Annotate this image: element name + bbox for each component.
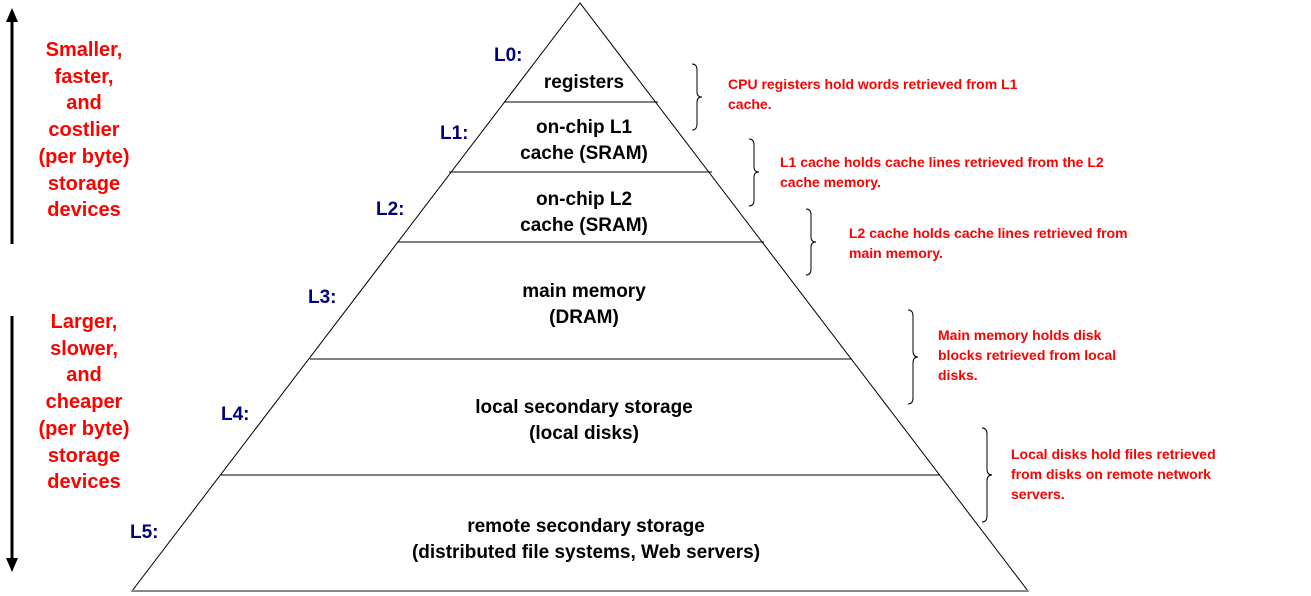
level-label-l2: L2: — [376, 199, 405, 220]
brace-l0 — [691, 63, 703, 131]
arrow-up-icon — [6, 8, 18, 22]
tier-local-storage: local secondary storage (local disks) — [475, 397, 693, 444]
level-label-l1: L1: — [440, 123, 469, 144]
note-l1: L1 cache holds cache lines retrieved fro… — [780, 154, 1104, 190]
level-label-l3: L3: — [308, 287, 337, 308]
tier-registers: registers — [543, 72, 625, 93]
arrow-down-icon — [6, 558, 18, 572]
tier-l2-cache: on-chip L2 cache (SRAM) — [520, 189, 648, 236]
brace-l2 — [805, 208, 817, 276]
level-label-l5: L5: — [130, 522, 159, 543]
faster-storage-annotation: Smaller, faster, and costlier (per byte)… — [38, 39, 130, 222]
note-l0: CPU registers hold words retrieved from … — [728, 76, 1018, 112]
tier-main-memory: main memory (DRAM) — [522, 281, 646, 328]
level-label-l0: L0: — [494, 45, 523, 66]
slower-storage-annotation: Larger, slower, and cheaper (per byte) s… — [38, 311, 130, 494]
note-l4: Local disks hold files retrieved from di… — [1011, 446, 1216, 502]
level-label-l4: L4: — [221, 404, 250, 425]
tier-remote-storage: remote secondary storage (distributed fi… — [411, 516, 761, 563]
brace-l1 — [748, 138, 760, 207]
brace-l3 — [907, 309, 919, 405]
note-l2: L2 cache holds cache lines retrieved fro… — [849, 225, 1128, 261]
brace-l4 — [981, 427, 993, 523]
tier-l1-cache: on-chip L1 cache (SRAM) — [520, 117, 648, 164]
note-l3: Main memory holds disk blocks retrieved … — [938, 327, 1117, 383]
